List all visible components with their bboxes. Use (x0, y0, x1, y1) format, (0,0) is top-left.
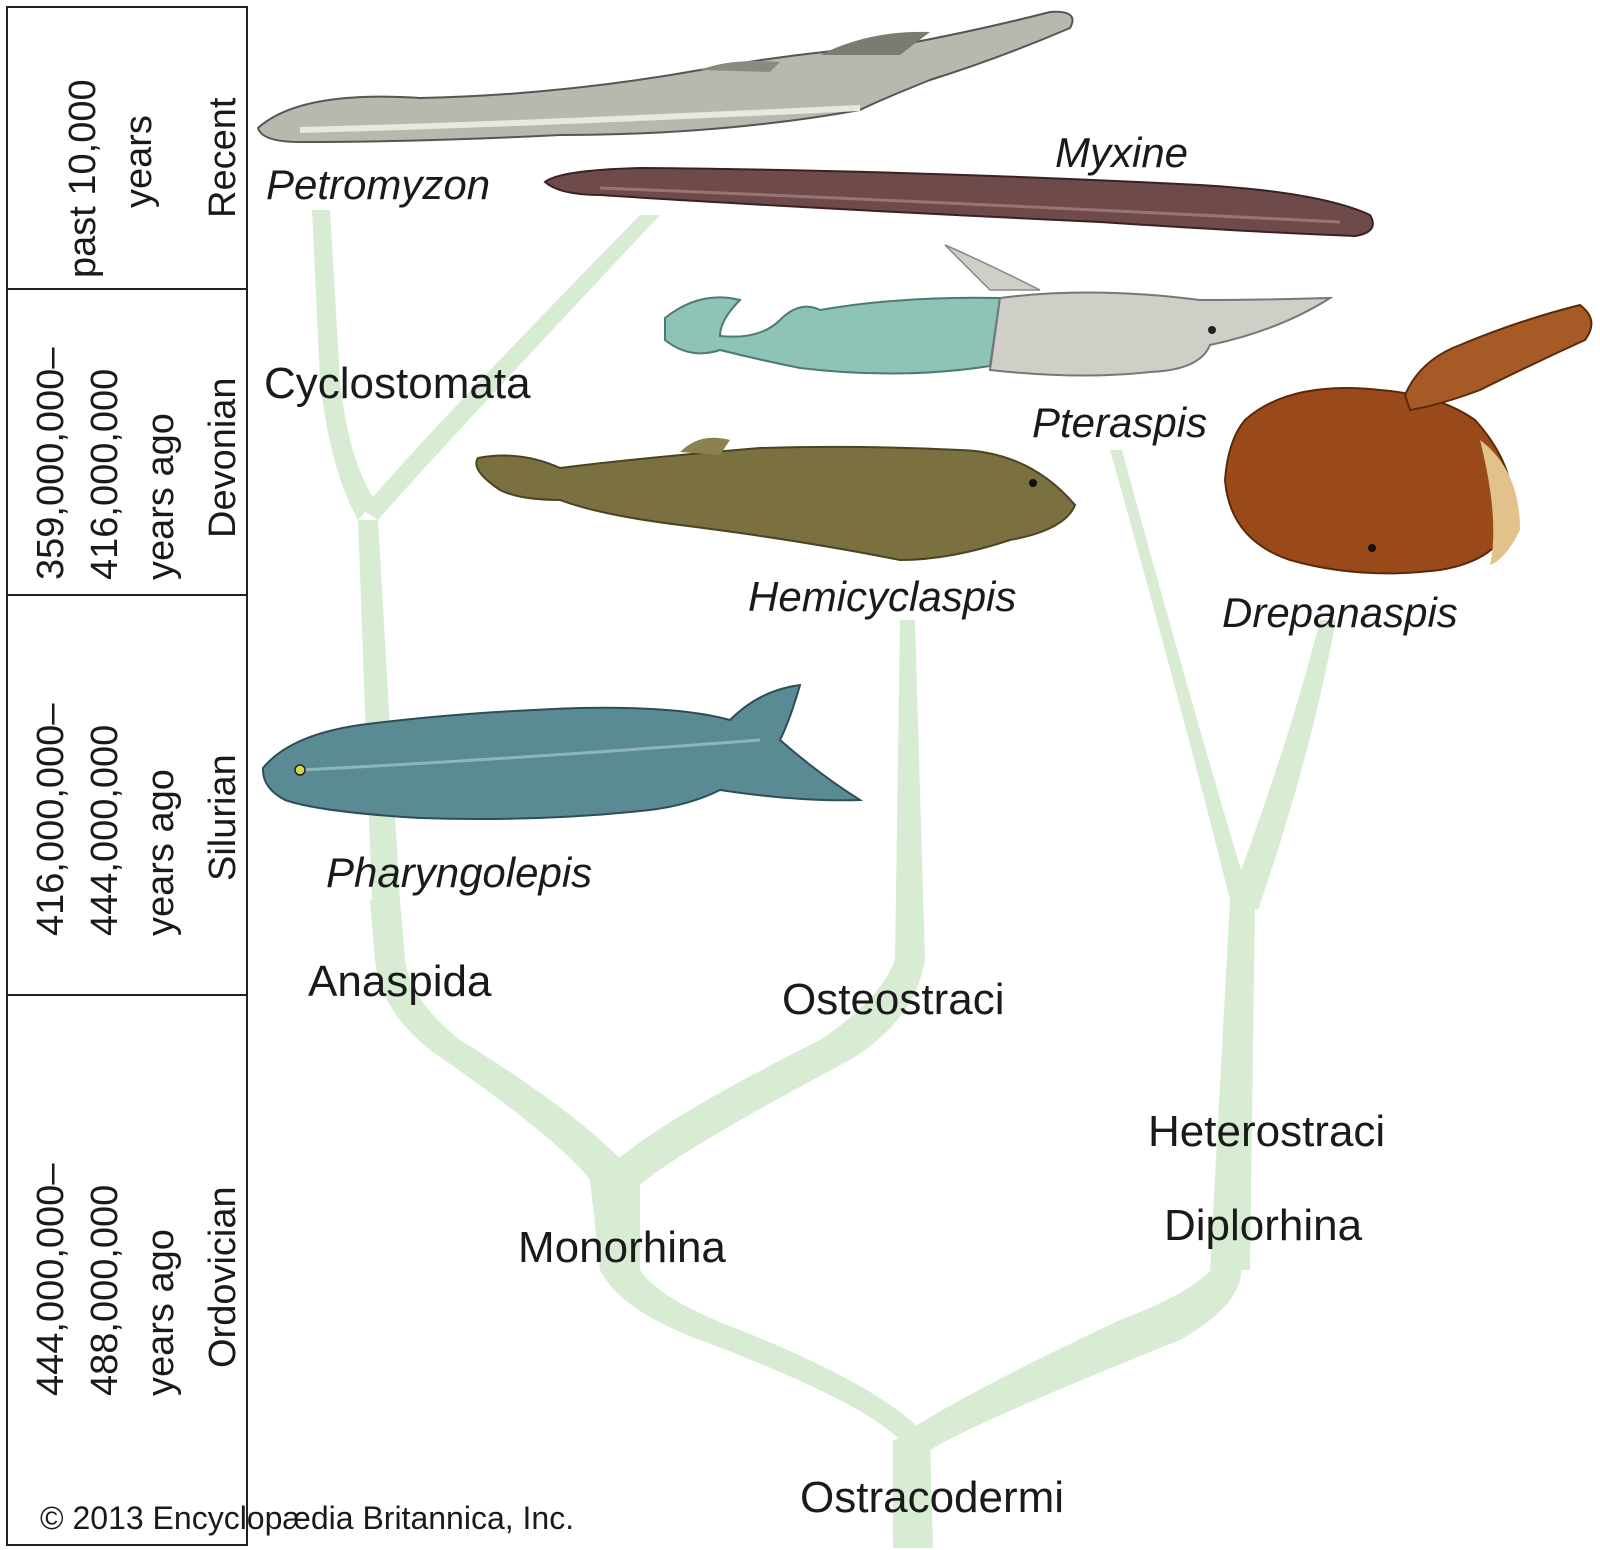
timeline-range-line3: years ago (140, 769, 182, 936)
myxine-illustration (543, 166, 1374, 238)
anaspida-stem (358, 520, 400, 900)
genus-label-petromyzon: Petromyzon (266, 161, 491, 208)
group-label-diplorhina: Diplorhina (1164, 1201, 1363, 1250)
petromyzon-branch (312, 210, 375, 520)
timeline-row-silurian: 416,000,000– 444,000,000 years ago Silur… (6, 594, 248, 996)
group-label-anaspida: Anaspida (308, 957, 492, 1006)
pteraspis-illustration (664, 244, 1334, 377)
pharyngolepis-illustration (261, 683, 864, 820)
genus-label-pteraspis: Pteraspis (1032, 399, 1208, 446)
petromyzon-illustration (256, 10, 1074, 144)
timeline-range-line2: years (118, 115, 160, 208)
genus-label-hemicyclaspis: Hemicyclaspis (748, 573, 1017, 620)
timeline-period: Silurian (202, 754, 244, 881)
timeline-period: Ordovician (202, 1186, 244, 1368)
timeline-range-line2: 488,000,000 (84, 1184, 126, 1396)
timeline-row-devonian: 359,000,000– 416,000,000 years ago Devon… (6, 288, 248, 596)
hemicyclaspis-illustration (475, 437, 1077, 562)
timeline-period: Recent (202, 97, 244, 218)
drepanaspis-illustration (1223, 303, 1593, 575)
diplorhina-branch (895, 1260, 1242, 1450)
timeline-row-ordovician: 444,000,000– 488,000,000 years ago Ordov… (6, 994, 248, 1546)
pteraspis-branch (1110, 450, 1250, 900)
timeline-period: Devonian (202, 377, 244, 538)
timeline-range-line3: years ago (140, 413, 182, 580)
drepanaspis-branch (1230, 620, 1336, 910)
monorhina-branch (590, 1180, 930, 1440)
anaspida-branch (370, 900, 640, 1180)
genus-label-myxine: Myxine (1055, 129, 1189, 176)
copyright-text: © 2013 Encyclopædia Britannica, Inc. (40, 1500, 575, 1536)
timeline-range-line1: 444,000,000– (30, 1163, 72, 1396)
timeline-range-line2: 416,000,000 (84, 368, 126, 580)
osteostraci-branch (595, 620, 925, 1185)
myxine-branch (362, 215, 660, 520)
timeline-range-line1: past 10,000 (62, 79, 104, 278)
timeline-range-line2: 444,000,000 (84, 724, 126, 936)
timeline-range-line1: 416,000,000– (30, 703, 72, 936)
group-label-heterostraci: Heterostraci (1148, 1107, 1386, 1156)
group-label-monorhina: Monorhina (518, 1223, 726, 1272)
group-label-ostracodermi: Ostracodermi (800, 1473, 1065, 1522)
timeline-row-recent: past 10,000 years Recent (6, 6, 248, 290)
group-label-osteostraci: Osteostraci (782, 975, 1005, 1024)
timeline-range-line1: 359,000,000– (30, 347, 72, 580)
branch-shapes (312, 210, 1336, 1548)
genus-label-pharyngolepis: Pharyngolepis (326, 849, 593, 896)
group-label-cyclostomata: Cyclostomata (264, 359, 531, 408)
timeline-range-line3: years ago (140, 1229, 182, 1396)
diplorhina-stem (1210, 900, 1255, 1270)
genus-label-drepanaspis: Drepanaspis (1222, 589, 1458, 636)
trunk-branch (893, 1440, 933, 1548)
